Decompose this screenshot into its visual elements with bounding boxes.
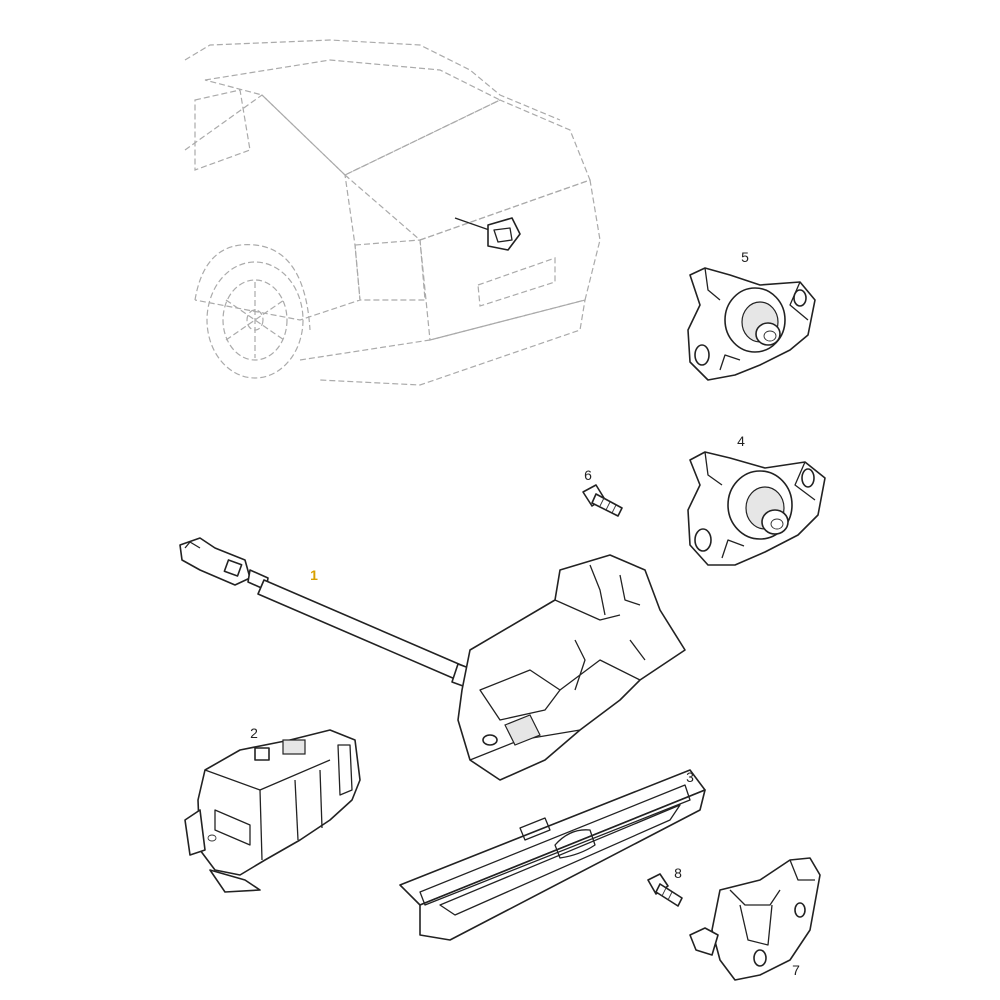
callout-7: 7: [792, 962, 800, 978]
callout-6: 6: [584, 467, 592, 483]
callout-3: 3: [686, 769, 694, 785]
part-4-lock-cylinder: [687, 451, 826, 566]
callout-4: 4: [737, 433, 745, 449]
car-outline: [184, 39, 601, 386]
callout-1: 1: [310, 567, 318, 583]
callout-5: 5: [741, 249, 749, 265]
part-8-screw: [647, 873, 683, 907]
part-7-striker-bracket: [689, 857, 821, 981]
part-6-bolt: [582, 484, 623, 517]
part-1-lock-actuator: [179, 537, 686, 781]
part-2-control-unit: [184, 729, 361, 893]
lock-location-marker: [454, 217, 521, 251]
callout-2: 2: [250, 725, 258, 741]
part-5-lock-cylinder: [687, 267, 816, 381]
callout-8: 8: [674, 865, 682, 881]
part-3-trim-handle: [399, 769, 706, 941]
